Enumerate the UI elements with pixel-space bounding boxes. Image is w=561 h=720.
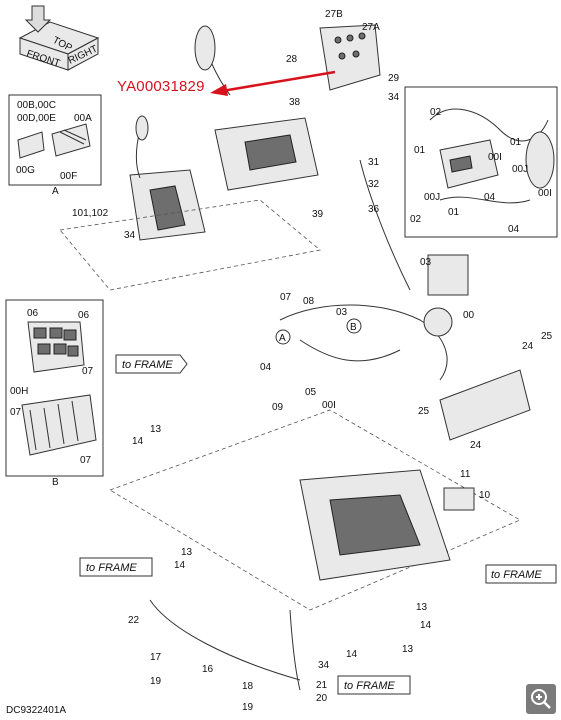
callout-13d: 13 xyxy=(402,644,414,655)
callout-07a: 07 xyxy=(280,292,292,303)
inset-label-00i-a: 00I xyxy=(488,152,502,163)
detail-a-label-00g: 00G xyxy=(16,165,35,176)
detail-b-label-00h: 00H xyxy=(10,386,28,397)
callout-17: 17 xyxy=(150,652,162,663)
callout-28: 28 xyxy=(286,54,298,65)
callout-05: 05 xyxy=(305,387,317,398)
callout-09: 09 xyxy=(272,402,284,413)
svg-text:to FRAME: to FRAME xyxy=(122,359,173,371)
callout-19b: 19 xyxy=(242,702,254,713)
detail-a-label-00b: 00B,00C xyxy=(17,100,56,111)
callout-04a: 04 xyxy=(260,362,272,373)
callout-34b: 34 xyxy=(124,230,136,241)
to-frame-tag-4: to FRAME xyxy=(337,675,411,695)
frame-base xyxy=(109,369,531,691)
operator-seat-console-left xyxy=(59,115,321,291)
svg-text:to FRAME: to FRAME xyxy=(491,569,542,581)
callout-03b: 03 xyxy=(336,307,348,318)
detail-b-letter: B xyxy=(52,477,59,488)
inset-label-01c: 01 xyxy=(448,207,460,218)
callout-32: 32 xyxy=(368,179,380,190)
detail-b-label-06a: 06 xyxy=(27,308,39,319)
zoom-in-icon xyxy=(531,689,551,709)
callout-31: 31 xyxy=(368,157,380,168)
switch-panel xyxy=(319,24,381,91)
right-console-unit xyxy=(194,25,319,191)
callout-34a: 34 xyxy=(388,92,400,103)
svg-text:to FRAME: to FRAME xyxy=(344,680,395,692)
connector-inset: 02 01 00I 01 00J 00I 00J 04 01 02 04 xyxy=(404,86,558,238)
highlighted-part-number: YA00031829 xyxy=(117,78,205,95)
callout-14c: 14 xyxy=(420,620,432,631)
detail-a-box: 00B,00C 00D,00E 00A 00G 00F A xyxy=(8,94,102,197)
circle-label-b: B xyxy=(346,318,362,334)
callout-27a: 27A xyxy=(362,22,380,33)
callout-29: 29 xyxy=(388,73,400,84)
detail-b-box: 06 06 00H 07 07 07 B xyxy=(5,299,104,488)
drawing-code: DC9322401A xyxy=(6,705,67,716)
inset-label-01b: 01 xyxy=(510,137,522,148)
detail-a-label-00f: 00F xyxy=(60,171,77,182)
inset-label-00i-b: 00I xyxy=(538,188,552,199)
callout-21: 21 xyxy=(316,680,328,691)
svg-text:B: B xyxy=(350,322,357,333)
circle-label-a: A xyxy=(275,329,291,345)
inset-label-00j-a: 00J xyxy=(424,192,440,203)
detail-a-label-00a: 00A xyxy=(74,113,92,124)
callout-34c: 34 xyxy=(318,660,330,671)
highlight-arrow xyxy=(210,70,336,96)
callouts: 27B 27A 28 29 34 38 31 32 36 39 101,102 … xyxy=(72,9,553,713)
inset-label-04b: 04 xyxy=(508,224,520,235)
inset-label-01a: 01 xyxy=(414,145,426,156)
svg-text:to FRAME: to FRAME xyxy=(86,562,137,574)
callout-25b: 25 xyxy=(418,406,430,417)
to-frame-tag-3: to FRAME xyxy=(485,564,557,584)
detail-a-letter: A xyxy=(52,186,59,197)
orientation-cube: TOP FRONT RIGHT xyxy=(18,5,99,71)
callout-36: 36 xyxy=(368,204,380,215)
callout-22: 22 xyxy=(128,615,140,626)
callout-24a: 24 xyxy=(522,341,534,352)
inset-label-04a: 04 xyxy=(484,192,496,203)
callout-08: 08 xyxy=(303,296,315,307)
callout-39: 39 xyxy=(312,209,324,220)
inset-label-02b: 02 xyxy=(410,214,422,225)
callout-25a: 25 xyxy=(541,331,553,342)
detail-b-label-07a: 07 xyxy=(82,366,94,377)
detail-b-label-07c: 07 xyxy=(80,455,92,466)
detail-b-label-07b: 07 xyxy=(10,407,22,418)
main-harness xyxy=(279,159,469,381)
callout-14d: 14 xyxy=(346,649,358,660)
callout-101-102: 101,102 xyxy=(72,208,109,219)
callout-13a: 13 xyxy=(150,424,162,435)
inset-label-00j: 00J xyxy=(512,164,528,175)
callout-14a: 14 xyxy=(132,436,144,447)
callout-20: 20 xyxy=(316,693,328,704)
callout-00: 00 xyxy=(463,310,475,321)
callout-14b: 14 xyxy=(174,560,186,571)
callout-03a: 03 xyxy=(420,257,432,268)
to-frame-tag-2: to FRAME xyxy=(79,557,153,577)
callout-13c: 13 xyxy=(416,602,428,613)
zoom-button[interactable] xyxy=(526,684,556,714)
callout-24b: 24 xyxy=(470,440,482,451)
callout-19a: 19 xyxy=(150,676,162,687)
callout-38: 38 xyxy=(289,97,301,108)
detail-a-label-00d: 00D,00E xyxy=(17,113,56,124)
to-frame-tag-1: to FRAME xyxy=(115,354,188,374)
callout-10: 10 xyxy=(479,490,491,501)
callout-11: 11 xyxy=(460,469,471,480)
callout-13b: 13 xyxy=(181,547,193,558)
callout-18: 18 xyxy=(242,681,254,692)
callout-27b: 27B xyxy=(325,9,343,20)
svg-text:A: A xyxy=(279,333,286,344)
callout-00i: 00I xyxy=(322,400,336,411)
callout-16: 16 xyxy=(202,664,214,675)
inset-label-02a: 02 xyxy=(430,107,442,118)
detail-b-label-06b: 06 xyxy=(78,310,90,321)
